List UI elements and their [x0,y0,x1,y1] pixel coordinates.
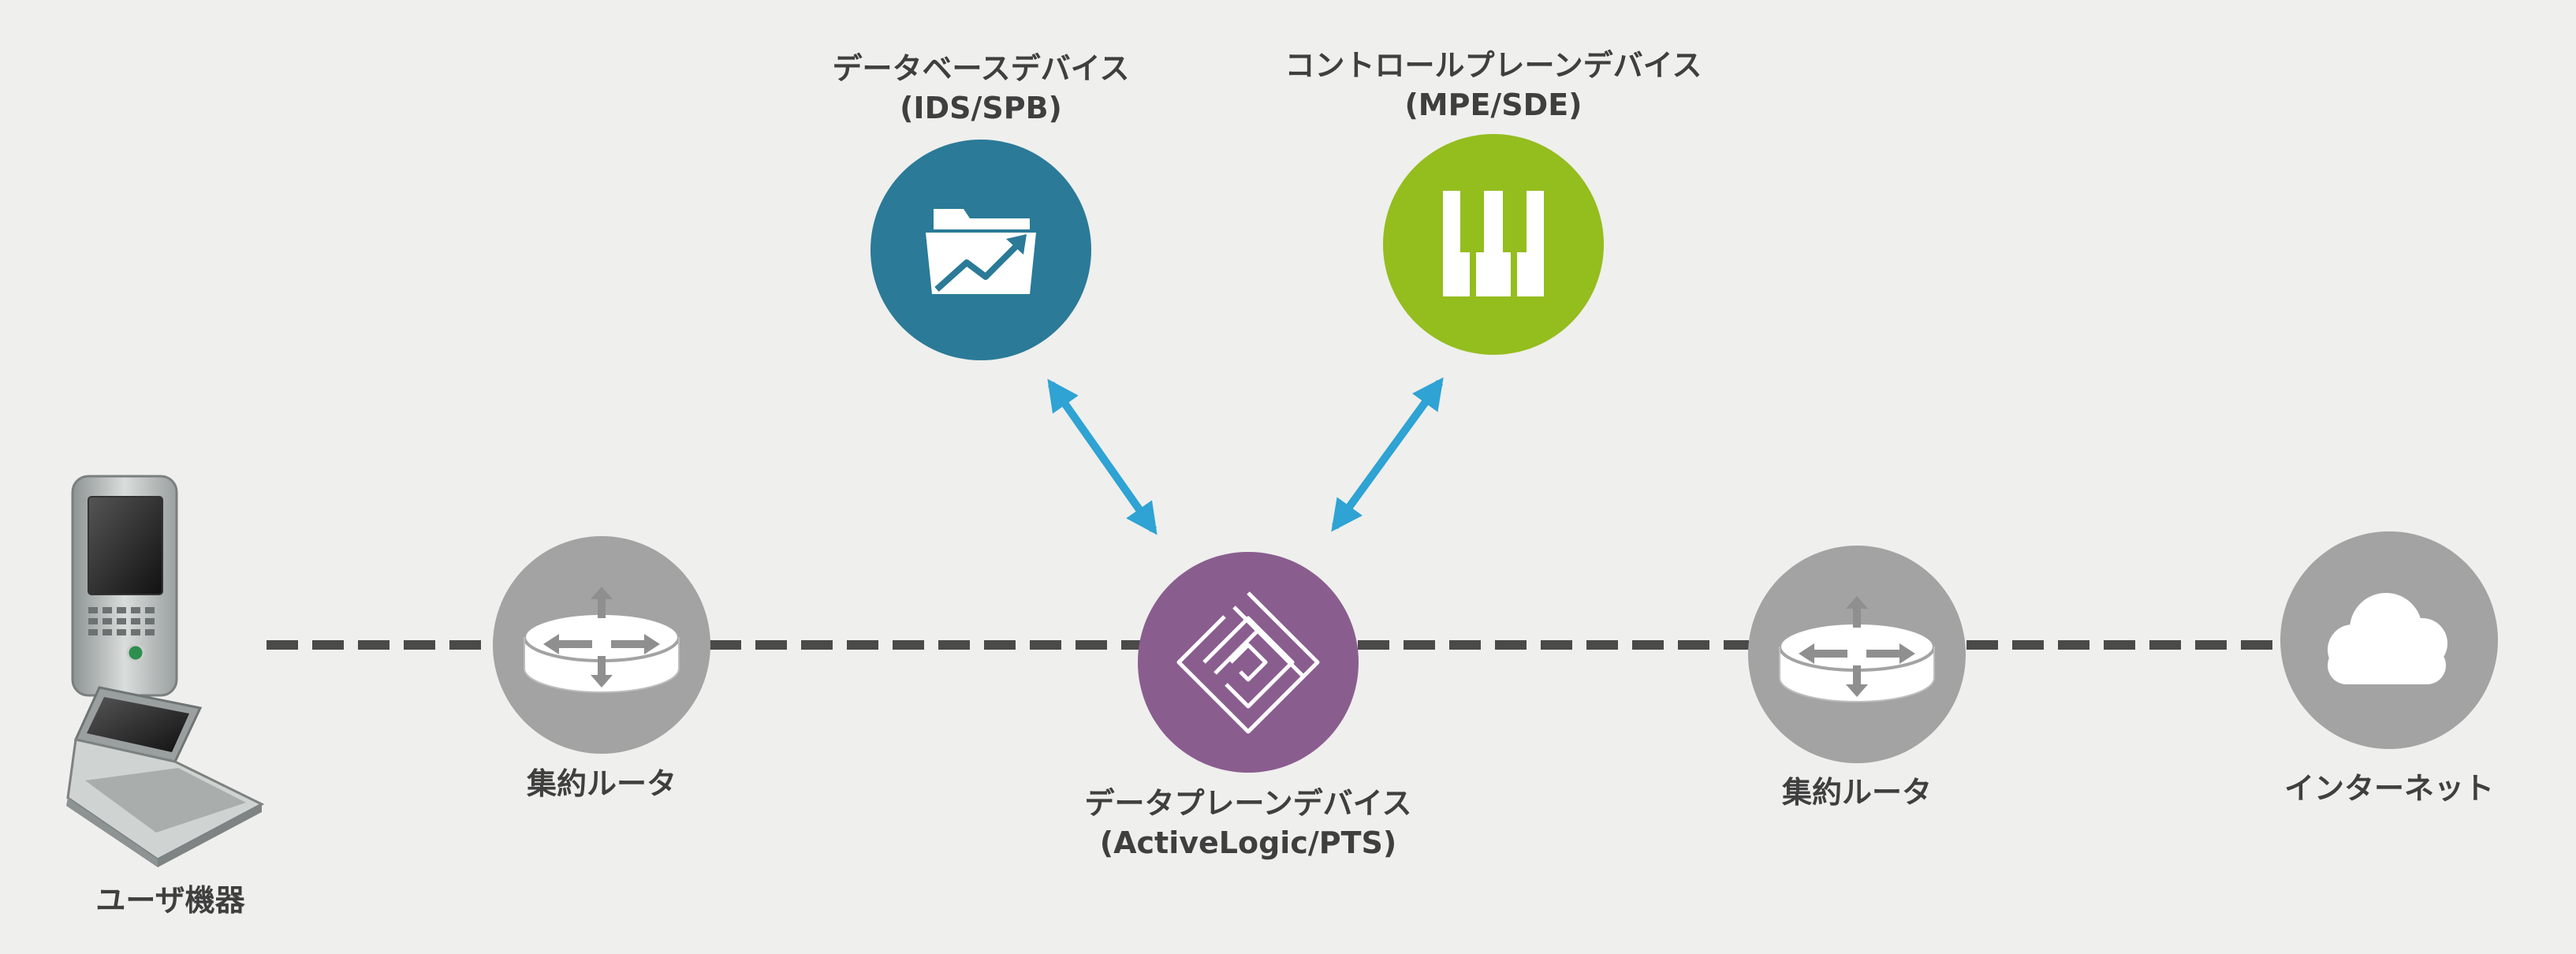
agg-router-right-label: 集約ルータ [1781,775,1932,810]
cloud-icon [2328,593,2447,684]
router-icon [523,587,680,693]
control-plane-label: コントロールプレーンデバイス (MPE/SDE) [1217,46,1769,125]
laptop-icon [66,686,265,867]
data-plane-node [1138,552,1359,773]
agg-router-left-label: 集約ルータ [526,766,677,801]
database-label: データベースデバイス (IDS/SPB) [784,49,1178,128]
database-subtitle: (IDS/SPB) [900,91,1062,125]
router-icon [1778,596,1936,702]
piano-keys-icon [1443,191,1544,296]
mobile-phone-icon [71,475,178,697]
data-plane-title: データプレーンデバイス [1084,786,1412,821]
data-plane-label: データプレーンデバイス (ActiveLogic/PTS) [1012,784,1485,863]
arrow-database-data-plane [1047,378,1158,535]
internet-label: インターネット [2283,771,2494,806]
user-device-label: ユーザ機器 [95,883,245,918]
active-logic-spiral-icon [1176,591,1320,734]
mobile-phone-and-laptop-icon [66,475,265,867]
arrow-control-plane-data-plane [1331,377,1444,532]
database-title: データベースデバイス [832,51,1130,86]
control-plane-title: コントロールプレーンデバイス [1284,48,1702,83]
data-plane-subtitle: (ActiveLogic/PTS) [1099,825,1397,860]
folder-chart-icon [926,209,1036,294]
control-plane-subtitle: (MPE/SDE) [1404,88,1583,122]
